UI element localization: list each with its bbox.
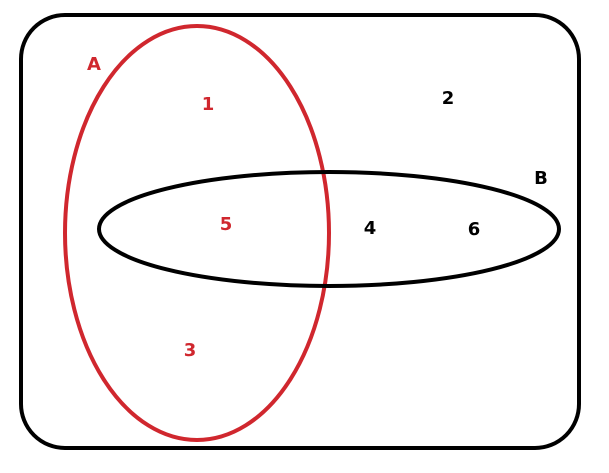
element-b-only-6: 6 <box>468 219 481 240</box>
set-b-label: B <box>534 168 548 189</box>
universal-set-rectangle <box>19 13 581 450</box>
element-outside-2: 2 <box>442 88 455 109</box>
set-b-ellipse <box>97 170 561 288</box>
element-a-only-1: 1 <box>202 94 215 115</box>
set-a-label: A <box>87 54 101 75</box>
element-b-only-4: 4 <box>364 218 377 239</box>
set-a-ellipse <box>63 24 331 442</box>
element-intersection-5: 5 <box>220 214 233 235</box>
element-a-only-3: 3 <box>184 340 197 361</box>
